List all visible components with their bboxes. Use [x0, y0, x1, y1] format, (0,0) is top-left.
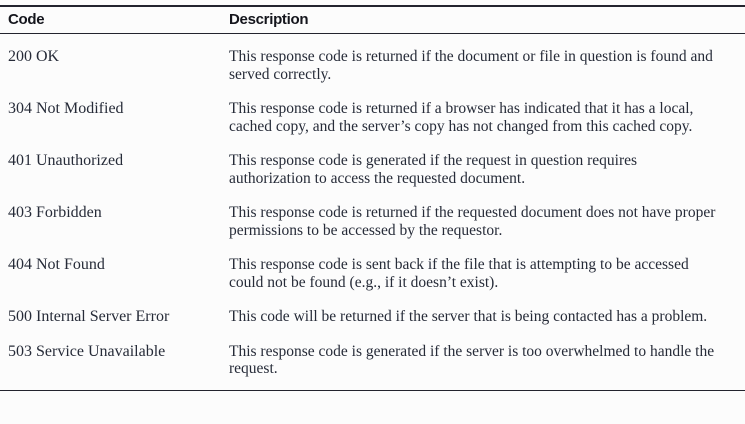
code-cell: 403 Forbidden — [8, 204, 102, 221]
table-row: 304 Not Modified This response code is re… — [0, 86, 745, 138]
table-row: 404 Not Found This response code is sent … — [0, 242, 745, 294]
code-cell: 500 Internal Server Error — [8, 308, 170, 325]
code-cell: 200 OK — [8, 48, 60, 65]
code-cell: 503 Service Unavailable — [0, 328, 229, 391]
table-row: 401 Unauthorized This response code is ge… — [0, 138, 745, 190]
table-body: 200 OK This response code is returned if … — [0, 34, 745, 391]
description-cell: This response code is generated if the r… — [229, 152, 638, 187]
table-row: 500 Internal Server Error This code will … — [0, 294, 745, 329]
description-cell: This response code is generated if the s… — [229, 328, 745, 391]
header-row: Code Description — [0, 5, 745, 34]
column-header-description: Description — [229, 5, 745, 34]
description-cell: This response code is returned if a brow… — [229, 100, 694, 135]
description-cell: This code will be returned if the server… — [229, 308, 708, 325]
description-cell: This response code is returned if the re… — [229, 204, 716, 239]
code-cell: 404 Not Found — [8, 256, 105, 273]
code-cell: 401 Unauthorized — [8, 152, 124, 169]
table-row: 200 OK This response code is returned if … — [0, 34, 745, 87]
description-cell: This response code is returned if the do… — [229, 48, 713, 83]
table-header: Code Description — [0, 5, 745, 34]
table-row: 403 Forbidden This response code is retur… — [0, 190, 745, 242]
http-response-codes-table: Code Description 200 OK This response cod… — [0, 5, 745, 391]
code-cell: 304 Not Modified — [8, 100, 124, 117]
column-header-code: Code — [0, 5, 229, 34]
description-cell: This response code is sent back if the f… — [229, 256, 689, 291]
